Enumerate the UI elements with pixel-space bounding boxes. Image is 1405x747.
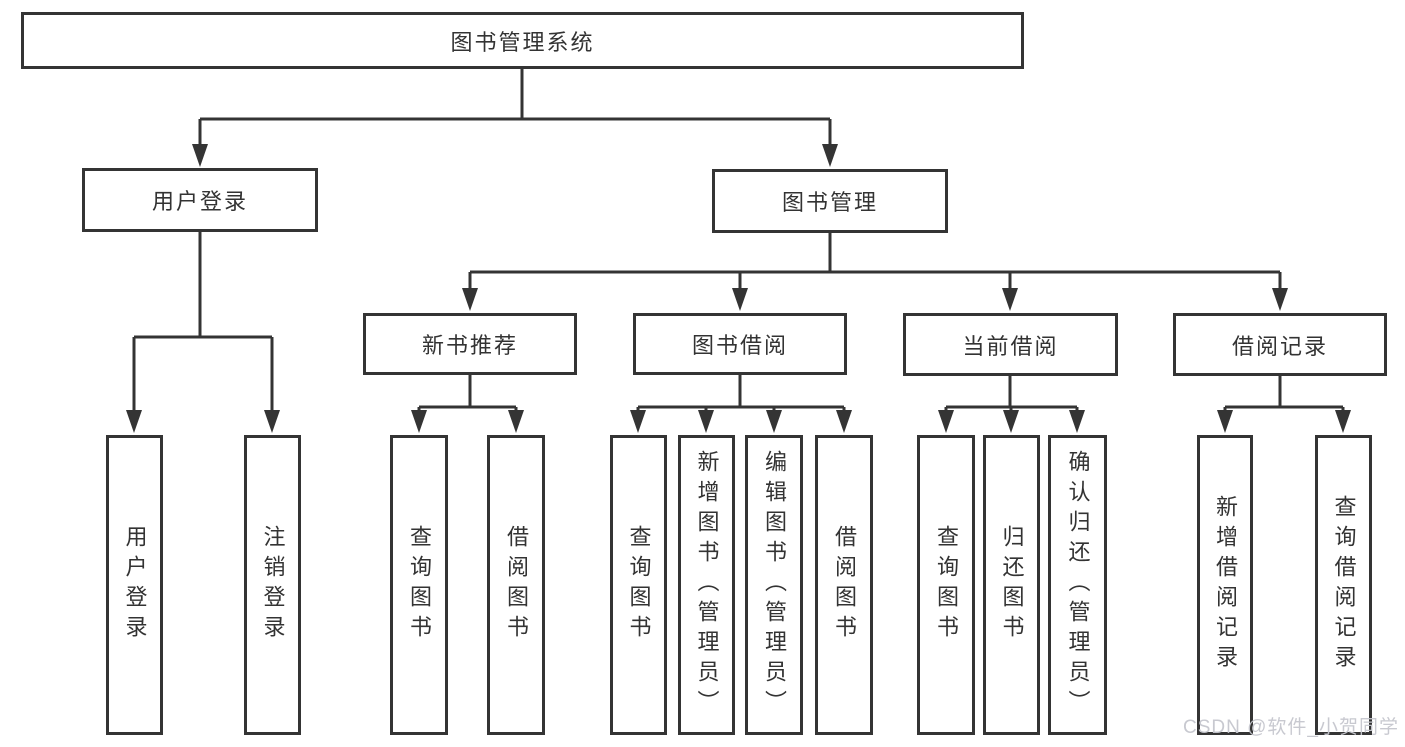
leaf-confirm-return-admin: 确认归还（管理员）: [1048, 435, 1107, 735]
node-label: 新增借阅记录: [1213, 495, 1238, 675]
node-label: 查询借阅记录: [1331, 495, 1357, 675]
node-label: 借阅记录: [1231, 333, 1328, 359]
node-label: 确认归还（管理员）: [1065, 450, 1091, 720]
node-label: 新增图书（管理员）: [694, 450, 720, 720]
leaf-query-books-current: 查询图书: [917, 435, 975, 735]
leaf-add-book-admin: 新增图书（管理员）: [678, 435, 735, 735]
leaf-user-login: 用户登录: [106, 435, 163, 735]
leaf-borrow-books-recommend: 借阅图书: [487, 435, 545, 735]
node-label: 用户登录: [151, 189, 248, 214]
leaf-query-books-borrow: 查询图书: [610, 435, 667, 735]
node-label: 查询图书: [934, 525, 959, 645]
node-label: 图书管理系统: [450, 29, 595, 55]
leaf-add-borrow-record: 新增借阅记录: [1197, 435, 1253, 735]
node-borrow-records: 借阅记录: [1173, 313, 1387, 376]
node-label: 查询图书: [626, 525, 652, 645]
node-book-borrow: 图书借阅: [633, 313, 847, 375]
node-label: 查询图书: [407, 525, 432, 645]
node-library-system: 图书管理系统: [21, 12, 1024, 69]
node-label: 当前借阅: [962, 333, 1059, 359]
leaf-edit-book-admin: 编辑图书（管理员）: [745, 435, 803, 735]
node-label: 借阅图书: [504, 525, 529, 645]
node-book-management: 图书管理: [712, 169, 948, 233]
node-label: 图书借阅: [691, 333, 788, 358]
leaf-return-books: 归还图书: [983, 435, 1040, 735]
node-label: 归还图书: [999, 525, 1025, 645]
node-user-login: 用户登录: [82, 168, 318, 232]
leaf-borrow-books: 借阅图书: [815, 435, 873, 735]
node-new-book-recommend: 新书推荐: [363, 313, 577, 375]
node-label: 编辑图书（管理员）: [762, 450, 787, 720]
node-current-borrow: 当前借阅: [903, 313, 1118, 376]
leaf-query-borrow-record: 查询借阅记录: [1315, 435, 1372, 735]
node-label: 注销登录: [260, 525, 286, 645]
node-label: 用户登录: [122, 525, 148, 645]
watermark-text: CSDN @软件_小贺同学: [1183, 717, 1399, 738]
node-label: 新书推荐: [421, 333, 518, 358]
node-label: 图书管理: [781, 190, 878, 215]
leaf-query-books-recommend: 查询图书: [390, 435, 448, 735]
node-label: 借阅图书: [832, 525, 857, 645]
leaf-logout: 注销登录: [244, 435, 301, 735]
